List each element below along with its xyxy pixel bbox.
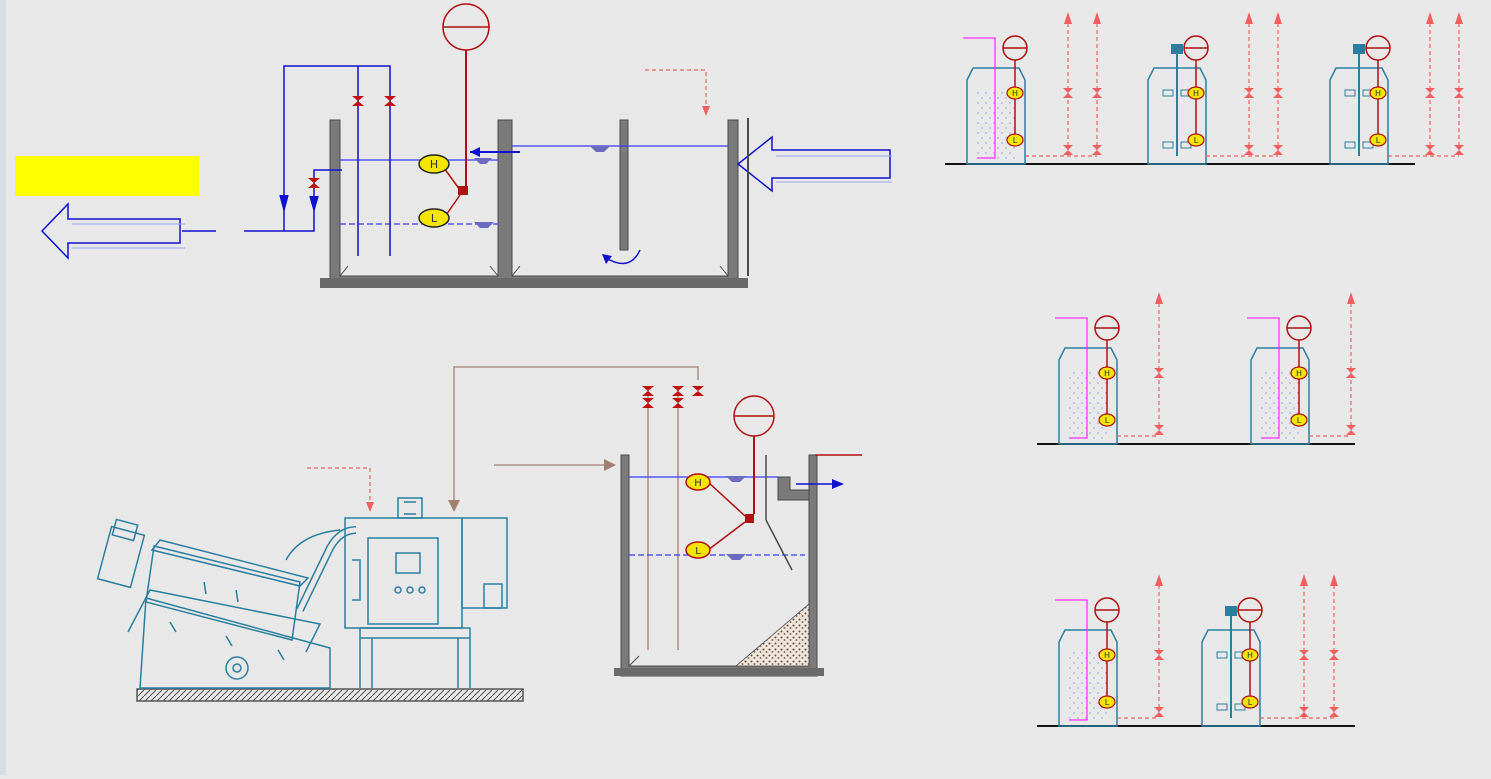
level-controller-icon: [707, 395, 775, 551]
float-low-label: L: [1376, 136, 1381, 145]
float-low-label: L: [695, 546, 701, 557]
valve-icon: [1092, 88, 1102, 98]
valve-icon: [1244, 145, 1254, 155]
screw-press-icon: [96, 497, 524, 702]
float-high-label: H: [1012, 89, 1018, 98]
float-switch-icon: [1241, 695, 1259, 709]
agitator-motor-icon: [1171, 44, 1183, 54]
valve-icon: [1346, 368, 1356, 378]
float-switch-icon: [1098, 648, 1116, 662]
valve-icon: [1092, 145, 1102, 155]
dosing-tank: HL: [1055, 292, 1164, 445]
float-switch-icon: [1006, 86, 1024, 100]
clarifier-tank: [614, 454, 862, 677]
valve-icon: [1329, 707, 1339, 717]
float-high-label: H: [1296, 369, 1302, 378]
dosing-tank: HL: [1247, 292, 1356, 445]
valve-icon: [1273, 145, 1283, 155]
signal-line: [307, 467, 371, 510]
valve-icon: [1154, 707, 1164, 717]
valve-icon: [308, 96, 396, 188]
valve-icon: [1329, 650, 1339, 660]
float-high-label: H: [1104, 651, 1110, 660]
float-switch-icon: [1241, 648, 1259, 662]
float-high-label: H: [430, 158, 438, 171]
float-switch-icon: [1098, 413, 1116, 427]
float-high-label: H: [1247, 651, 1253, 660]
valve-icon: [1154, 425, 1164, 435]
float-low-label: L: [1105, 416, 1110, 425]
valve-icon: [1154, 650, 1164, 660]
window-edge: [0, 0, 6, 775]
discharge-piping: [244, 65, 391, 256]
float-switch-icon: [1290, 366, 1308, 380]
float-low-label: L: [1013, 136, 1018, 145]
float-low-label: L: [1297, 416, 1302, 425]
inlet-flow-arrow-icon: [736, 118, 892, 276]
valve-icon: [1154, 368, 1164, 378]
sludge-piping: [453, 366, 699, 650]
valve-icon: [1425, 145, 1435, 155]
valve-icon: [1425, 88, 1435, 98]
equalization-tank: [320, 119, 748, 288]
valve-icon: [1063, 88, 1073, 98]
agitator-motor-icon: [1353, 44, 1365, 54]
float-high-label: H: [1193, 89, 1199, 98]
dosing-tank: HL: [1329, 12, 1464, 165]
valve-icon: [1454, 88, 1464, 98]
dosing-tank: HL: [1147, 12, 1283, 165]
valve-icon: [1346, 425, 1356, 435]
float-switch-icon: H L: [685, 473, 711, 559]
float-switch-icon: [1369, 86, 1387, 100]
float-switch-icon: [1187, 86, 1205, 100]
signal-line: [645, 69, 707, 114]
float-low-label: L: [1105, 698, 1110, 707]
dosing-tank: HL: [1201, 574, 1339, 727]
float-switch-icon: [1006, 133, 1024, 147]
float-switch-icon: [1290, 413, 1308, 427]
dosing-tank: HL: [963, 12, 1102, 165]
float-switch-icon: [1369, 133, 1387, 147]
float-low-label: L: [431, 212, 438, 225]
valve-icon: [1244, 88, 1254, 98]
valve-icon: [1273, 88, 1283, 98]
valve-icon: [1063, 145, 1073, 155]
valve-icon: [1299, 707, 1309, 717]
valve-icon: [1454, 145, 1464, 155]
outlet-flow-arrow-icon: [40, 202, 216, 260]
float-high-label: H: [694, 478, 702, 489]
float-switch-icon: H L: [418, 154, 450, 228]
valve-icon: [1299, 650, 1309, 660]
float-low-label: L: [1248, 698, 1253, 707]
float-high-label: H: [1375, 89, 1381, 98]
level-controller-icon: [442, 3, 490, 219]
agitator-motor-icon: [1225, 606, 1237, 616]
float-switch-icon: [1098, 695, 1116, 709]
float-switch-icon: [1098, 366, 1116, 380]
alarm-indicator: [15, 156, 199, 196]
dosing-tank: HL: [1055, 574, 1164, 727]
float-switch-icon: [1187, 133, 1205, 147]
valve-icon: [642, 386, 704, 408]
float-low-label: L: [1194, 136, 1199, 145]
float-high-label: H: [1104, 369, 1110, 378]
